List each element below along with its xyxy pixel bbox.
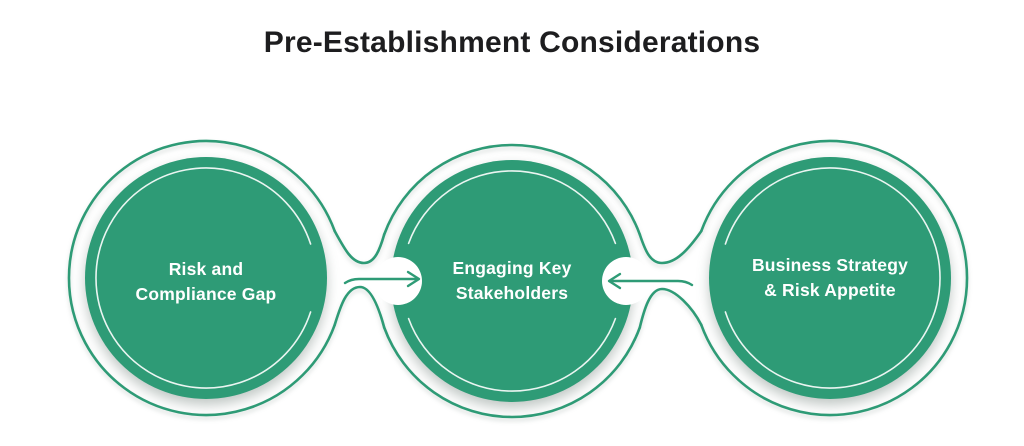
notch-left — [374, 257, 422, 305]
outer-rings-and-channels — [67, 139, 969, 419]
node-label-line: Stakeholders — [455, 283, 569, 303]
channel-left-top — [333, 229, 386, 265]
inner-arc-middle-bottom — [407, 317, 617, 392]
node-label-engaging-key-stakeholders: Engaging Key Stakeholders — [382, 239, 642, 323]
disc-risk-compliance-gap — [85, 157, 327, 399]
node-label-line: & Risk Appetite — [764, 280, 896, 300]
node-label-risk-compliance-gap: Risk and Compliance Gap — [76, 240, 336, 324]
channel-left-bottom — [333, 285, 386, 329]
outer-ring-right — [700, 139, 969, 417]
disc-business-strategy-risk-appetite — [709, 157, 951, 399]
arrowhead-left-icon — [607, 272, 622, 290]
connector-arrows — [343, 270, 694, 290]
node-label-line: Compliance Gap — [135, 284, 277, 304]
page-title: Pre-Establishment Considerations — [263, 26, 761, 59]
node-label-line: Risk and — [168, 259, 244, 279]
outer-ring-middle-bottom — [382, 326, 642, 419]
arrow-right-to-middle — [607, 272, 694, 290]
node-label-business-strategy-risk-appetite: Business Strategy & Risk Appetite — [700, 236, 960, 320]
inner-arc-left — [95, 167, 312, 389]
arrowhead-right-icon — [406, 270, 421, 288]
node-label-line: Business Strategy — [751, 255, 909, 275]
node-label-line: Engaging Key — [452, 258, 572, 278]
inner-arc-middle-top — [407, 170, 617, 245]
node-discs — [85, 157, 951, 402]
arrow-left-to-middle — [343, 270, 421, 288]
channel-right-top — [638, 229, 703, 265]
inner-arcs — [95, 167, 941, 392]
disc-engaging-key-stakeholders — [391, 160, 633, 402]
inner-arc-right — [724, 167, 941, 389]
outer-ring-middle-top — [382, 143, 642, 236]
arrow-shaft-right — [343, 277, 420, 285]
arrow-shaft-left — [608, 279, 694, 287]
outer-ring-left — [67, 139, 336, 417]
channel-right-bottom — [638, 287, 703, 329]
